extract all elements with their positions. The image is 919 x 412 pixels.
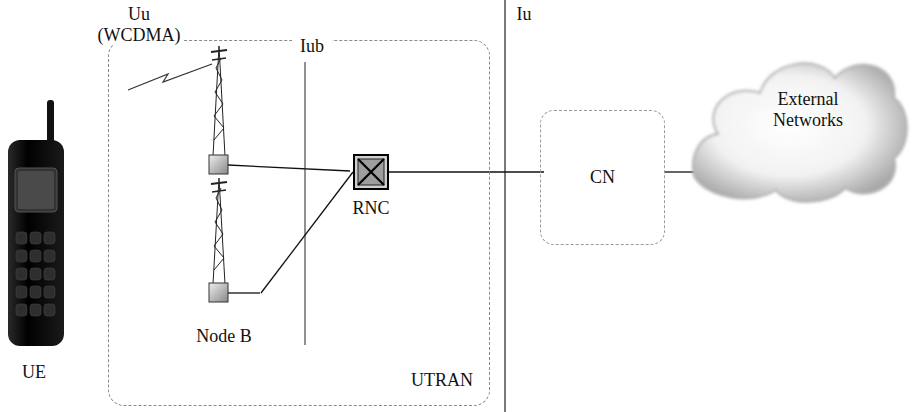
node-label: RNC <box>341 198 401 219</box>
interface-name: Uu (WCDMA) <box>96 4 182 45</box>
utran-region: UTRAN Node B RNC <box>108 40 490 406</box>
node-label: External Networks <box>753 89 863 130</box>
iub-link <box>228 165 350 171</box>
node-b-tower <box>209 46 228 174</box>
iub-link <box>228 292 260 293</box>
link-line <box>665 171 694 172</box>
rnc-box: RNC <box>341 154 401 226</box>
ue-handset <box>8 100 64 346</box>
node-label: CN <box>590 167 615 188</box>
rnc-switch-symbol <box>353 154 389 190</box>
node-label: UTRAN <box>411 370 473 391</box>
iu-interface-line <box>504 0 505 412</box>
interface-name: Iub <box>292 36 332 57</box>
external-networks-cloud: External Networks <box>690 38 916 210</box>
interface-name: Iu <box>509 4 539 25</box>
cn-box: CN <box>540 110 665 245</box>
node-b-tower <box>209 178 228 302</box>
node-b: Node B <box>187 171 261 347</box>
node-label: Node B <box>187 326 261 347</box>
device-name: UE <box>12 362 56 383</box>
iub-interface-line <box>305 62 306 345</box>
radio-link <box>128 64 212 90</box>
link-line <box>261 172 353 293</box>
link-line <box>389 171 544 172</box>
